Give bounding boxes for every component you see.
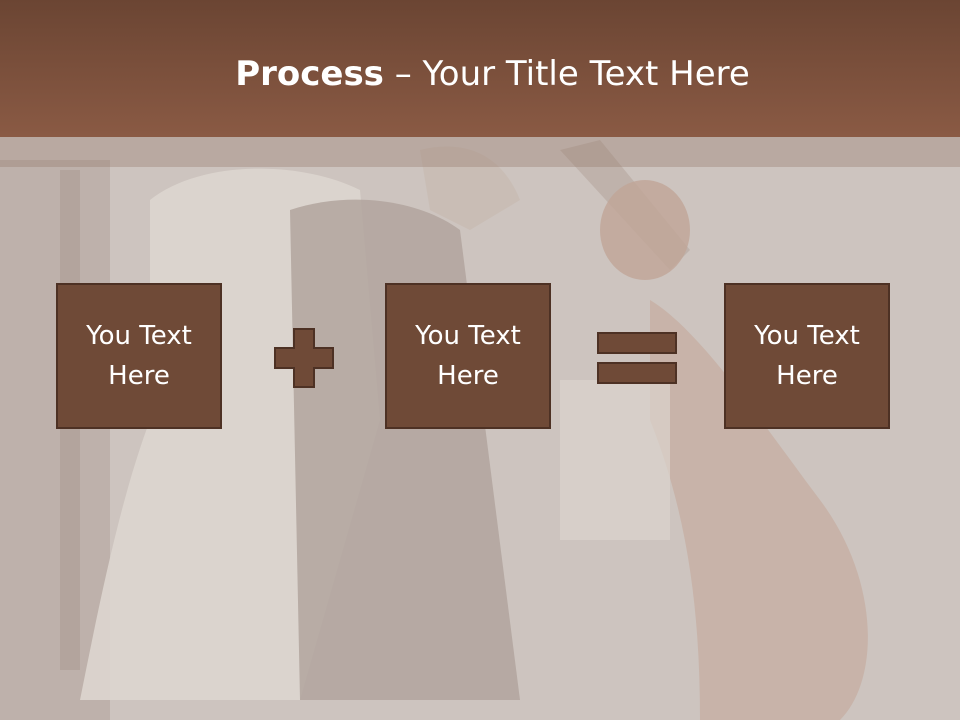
text-box-3-label: You Text Here: [754, 321, 860, 391]
title-bar: Process – Your Title Text Here: [0, 0, 960, 137]
text-box-1-label: You Text Here: [86, 321, 192, 391]
text-box-2: You Text Here: [385, 283, 551, 429]
slide-title: Process – Your Title Text Here: [0, 52, 960, 96]
title-text: – Your Title Text Here: [383, 54, 750, 94]
text-box-2-label: You Text Here: [415, 321, 521, 391]
equals-icon: [597, 332, 677, 384]
plus-icon: [274, 328, 334, 388]
text-box-3: You Text Here: [724, 283, 890, 429]
text-box-1: You Text Here: [56, 283, 222, 429]
header-shadow-band: [0, 137, 960, 167]
title-bold: Process: [235, 54, 384, 94]
